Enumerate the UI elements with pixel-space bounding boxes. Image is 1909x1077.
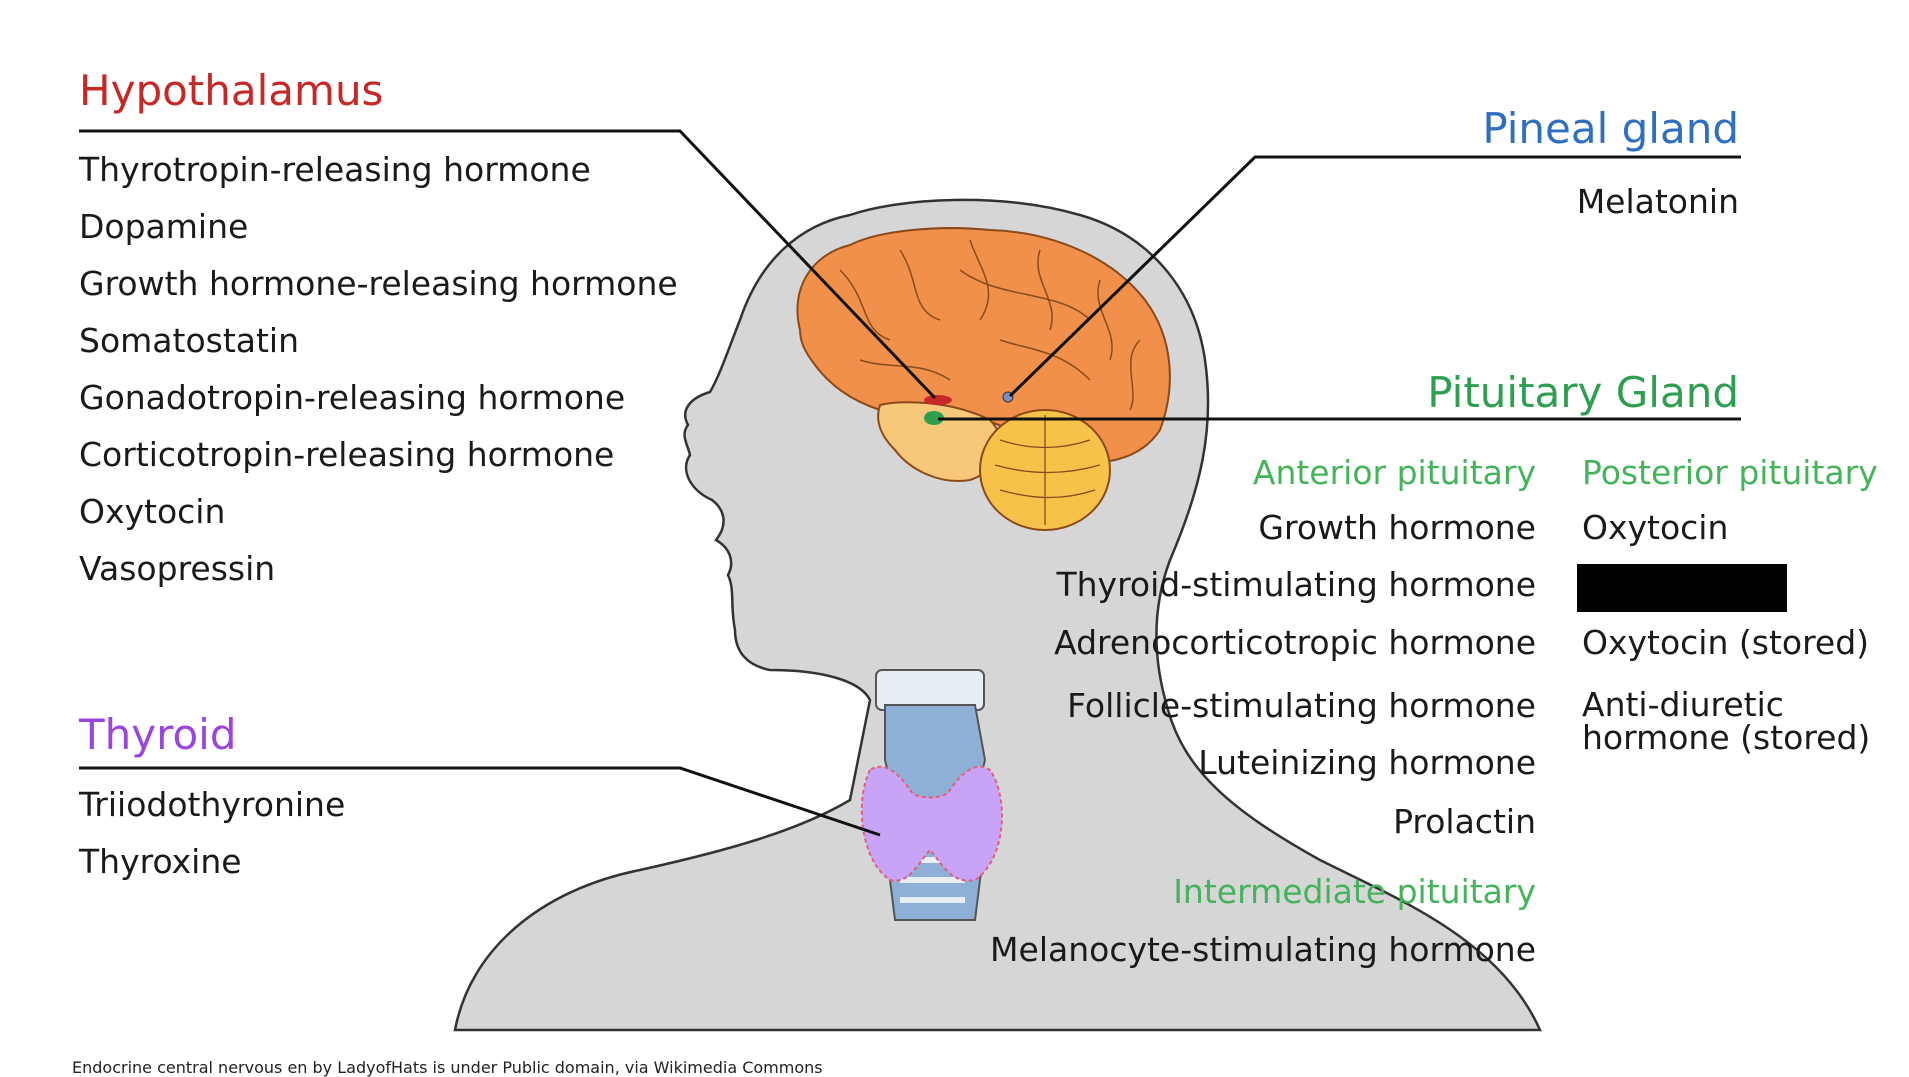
anterior-item: Follicle-stimulating hormone [1067, 686, 1536, 725]
thyroid-leader [79, 766, 881, 837]
pineal-title: Pineal gland [1482, 104, 1739, 153]
thyroid-gland [860, 765, 1003, 882]
pituitary-title: Pituitary Gland [1427, 368, 1739, 417]
posterior-item: Oxytocin (stored) [1582, 623, 1870, 662]
anterior-item: Adrenocorticotropic hormone [1054, 623, 1536, 662]
anterior-item: Thyroid-stimulating hormone [1056, 565, 1536, 604]
anterior-pituitary-title: Anterior pituitary [1252, 453, 1536, 492]
anterior-item: Luteinizing hormone [1198, 743, 1536, 782]
hypothalamus-leader [79, 129, 937, 400]
anterior-item: Growth hormone [1258, 508, 1536, 547]
hypothalamus-item: Somatostatin [79, 321, 300, 360]
hypothalamus-item: Thyrotropin-releasing hormone [79, 150, 591, 189]
brainstem [877, 401, 1002, 482]
posterior-item: Oxytocin [1582, 508, 1729, 547]
hypothalamus-item: Vasopressin [79, 549, 276, 588]
hypothalamus-item: Gonadotropin-releasing hormone [79, 378, 626, 417]
hypothalamus-item: Dopamine [79, 207, 249, 246]
pineal-item: Melatonin [1576, 182, 1739, 221]
posterior-item: Anti-diuretic hormone (stored) [1582, 685, 1871, 757]
posterior-pituitary-title: Posterior pituitary [1582, 453, 1878, 492]
hypothalamus-item: Growth hormone-releasing hormone [79, 264, 678, 303]
cerebellum-folds [994, 415, 1101, 525]
head-silhouette [453, 198, 1542, 1032]
intermediate-pituitary-title: Intermediate pituitary [1173, 872, 1536, 911]
pituitary-marker [924, 411, 944, 425]
anterior-item: Prolactin [1393, 802, 1536, 841]
thyroid-title: Thyroid [79, 710, 237, 759]
hypothalamus-title: Hypothalamus [79, 66, 384, 115]
hypothalamus-item: Oxytocin [79, 492, 226, 531]
image-credit-caption: Endocrine central nervous en by LadyofHa… [72, 1058, 823, 1077]
thyroid-item: Triiodothyronine [79, 785, 346, 824]
hypothalamus-marker [924, 395, 952, 405]
pineal-leader [1008, 155, 1741, 398]
intermediate-item: Melanocyte-stimulating hormone [990, 930, 1536, 969]
redaction-block [1577, 564, 1787, 612]
thyroid-item: Thyroxine [79, 842, 242, 881]
hypothalamus-item: Corticotropin-releasing hormone [79, 435, 615, 474]
